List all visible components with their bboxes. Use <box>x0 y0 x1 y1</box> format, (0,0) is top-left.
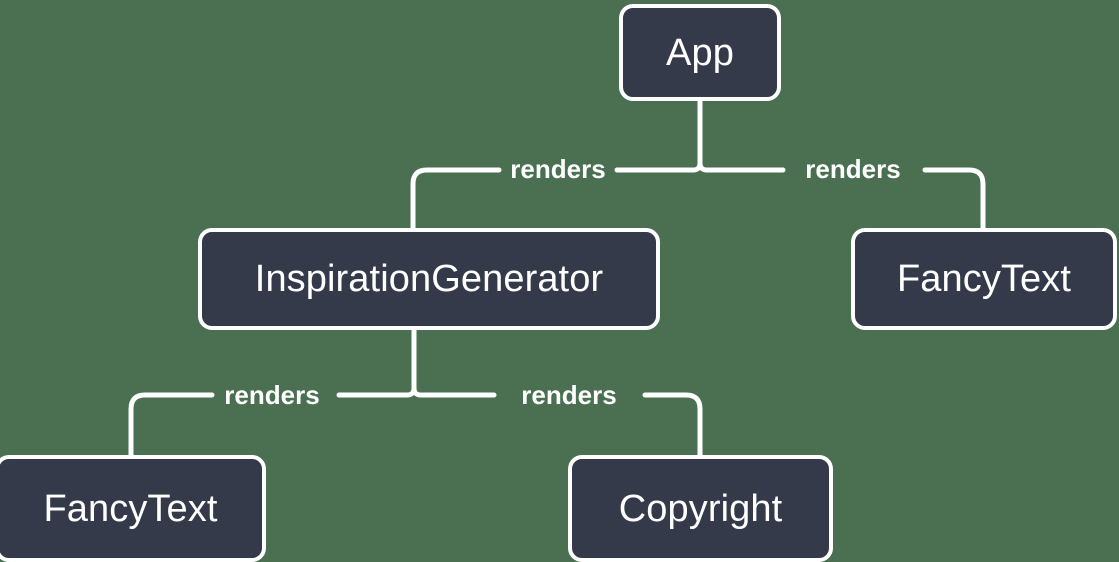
edge-label-app-to-fancytext-right: renders <box>805 154 901 184</box>
node-fancytext-right-label: FancyText <box>896 258 1072 300</box>
node-fancytext-bottom[interactable]: FancyText <box>0 455 266 562</box>
edge-label-inspiration-generator-to-fancytext-bottom: renders <box>224 380 320 410</box>
edge-app-to-inspiration-elbow <box>410 167 502 231</box>
edge-inspiration-to-fancytext-elbow <box>128 392 215 458</box>
edge-label-app-to-inspiration-generator: renders <box>510 154 606 184</box>
edge-inspiration-to-copyright-elbow <box>642 392 703 458</box>
node-fancytext-bottom-label: FancyText <box>43 487 218 530</box>
node-app-label: App <box>666 31 734 74</box>
edge-label-inspiration-generator-to-copyright: renders <box>521 380 617 410</box>
edge-inspiration-stem <box>411 327 424 398</box>
node-inspiration-generator-label: InspirationGenerator <box>254 258 604 300</box>
node-app[interactable]: App <box>619 4 781 101</box>
node-inspiration-generator[interactable]: InspirationGenerator <box>198 228 660 330</box>
node-fancytext-right[interactable]: FancyText <box>851 228 1117 330</box>
node-copyright[interactable]: Copyright <box>568 455 833 562</box>
edge-app-to-fancytext-elbow <box>922 167 986 231</box>
node-copyright-label: Copyright <box>618 487 783 530</box>
edge-app-stem <box>697 98 710 173</box>
